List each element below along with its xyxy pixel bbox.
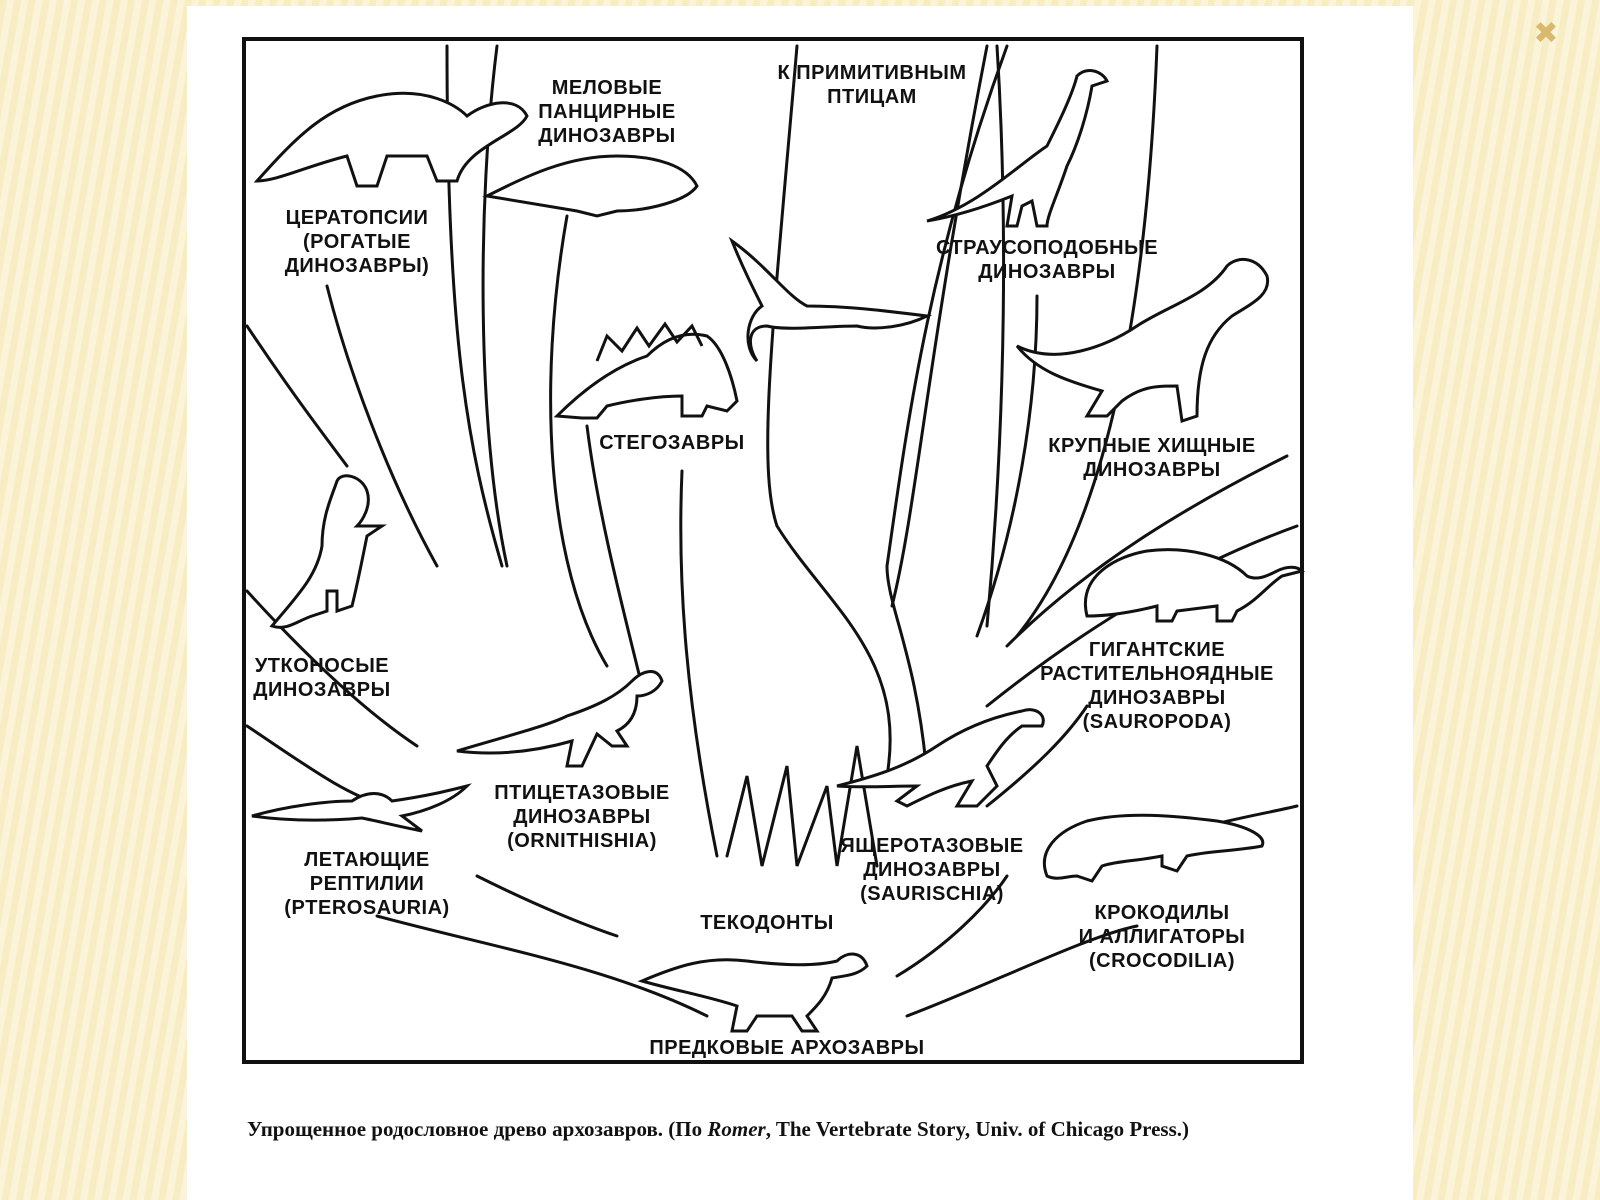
ornithischian-illustration <box>456 670 664 768</box>
archosaur-tree-drawing <box>242 37 1305 1064</box>
figure-caption: Упрощенное родословное древо архозавров.… <box>247 1114 1387 1144</box>
pterodactyl-illustration <box>728 236 933 363</box>
label-pterosauria: ЛЕТАЮЩИЕ РЕПТИЛИИ (PTEROSAURIA) <box>284 849 450 919</box>
label-ancestral-archosaurs: ПРЕДКОВЫЕ АРХОЗАВРЫ <box>649 1037 925 1059</box>
label-saurischia: ЯЩЕРОТАЗОВЫЕ ДИНОЗАВРЫ (SAURISCHIA) <box>840 835 1024 905</box>
branch-line <box>585 424 644 688</box>
label-sauropoda: ГИГАНТСКИЕ РАСТИТЕЛЬНОЯДНЫЕ ДИНОЗАВРЫ (S… <box>1040 639 1274 733</box>
trunk-line <box>890 44 989 608</box>
branch-line <box>975 294 1039 638</box>
branch-line <box>905 924 1139 1018</box>
caption-text: Упрощенное родословное древо архозавров.… <box>247 1117 708 1141</box>
stegosaur-illustration <box>553 321 739 420</box>
label-ostrich-dinosaurs: СТРАУСОПОДОБНЫЕ ДИНОЗАВРЫ <box>935 237 1159 283</box>
slide-panel: ЦЕРАТОПСИИ (РОГАТЫЕ ДИНОЗАВРЫ) МЕЛОВЫЕ П… <box>187 6 1413 1200</box>
caption-source: , The Vertebrate Story, Univ. of Chicago… <box>765 1117 1190 1141</box>
branch-line <box>325 284 439 568</box>
caption-author: Romer <box>707 1117 766 1141</box>
thecodont-illustration <box>637 952 869 1033</box>
hadrosaur-illustration <box>269 474 387 629</box>
label-duck-billed: УТКОНОСЫЕ ДИНОЗАВРЫ <box>253 655 391 701</box>
tyrannosaur-illustration <box>1015 257 1270 423</box>
label-ornithischia: ПТИЦЕТАЗОВЫЕ ДИНОЗАВРЫ (ORNITHISHIA) <box>494 782 670 852</box>
branch-line <box>1005 454 1289 648</box>
label-armored-dinosaurs: МЕЛОВЫЕ ПАНЦИРНЫЕ ДИНОЗАВРЫ <box>538 77 676 147</box>
crocodile-illustration <box>1042 813 1265 883</box>
pterosaur-illustration <box>251 783 472 833</box>
sauropod-illustration <box>1083 548 1305 623</box>
label-crocodilia: КРОКОДИЛЫ И АЛЛИГАТОРЫ (CROCODILIA) <box>1078 902 1246 972</box>
trunk-line <box>766 44 892 778</box>
ornithomimus-illustration <box>926 69 1110 228</box>
ceratopsian-illustration <box>253 91 529 188</box>
label-thecodonts: ТЕКОДОНТЫ <box>700 912 834 934</box>
diagram-frame <box>242 37 1304 1064</box>
branch-line <box>985 44 1006 628</box>
label-ceratopsia: ЦЕРАТОПСИИ (РОГАТЫЕ ДИНОЗАВРЫ) <box>284 207 430 277</box>
branch-line <box>245 324 349 468</box>
branch-line <box>679 469 719 858</box>
label-primitive-birds: К ПРИМИТИВНЫМ ПТИЦАМ <box>777 62 967 108</box>
label-large-carnivores: КРУПНЫЕ ХИЩНЫЕ ДИНОЗАВРЫ <box>1048 435 1256 481</box>
branch-line <box>549 214 609 668</box>
x-mark-icon: ✖ <box>1533 16 1559 51</box>
branch-line <box>985 704 1089 808</box>
branch-line <box>375 914 709 1018</box>
branch-line <box>475 874 619 938</box>
branch-line <box>245 589 419 748</box>
ankylosaur-illustration <box>482 154 699 218</box>
trunk-line <box>885 44 1009 778</box>
branch-line <box>895 874 1009 978</box>
label-stegosaurs: СТЕГОЗАВРЫ <box>599 432 745 454</box>
saurischian-illustration <box>836 708 1045 808</box>
